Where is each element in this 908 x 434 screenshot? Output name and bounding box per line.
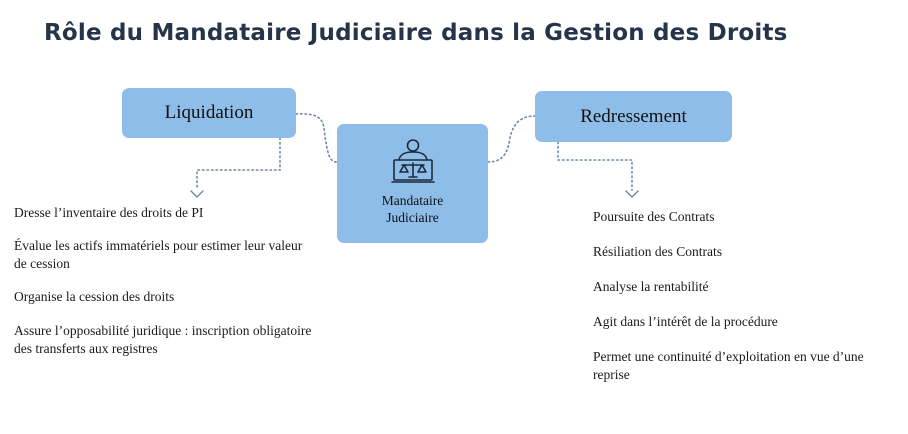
- judge-scales-icon: [390, 139, 435, 183]
- liquidation-list: Dresse l’inventaire des droits de PI Éva…: [14, 204, 314, 358]
- list-item: Dresse l’inventaire des droits de PI: [14, 205, 204, 220]
- list-item: Résiliation des Contrats: [593, 244, 722, 259]
- arrow-liquidation-icon: [190, 190, 204, 198]
- liquidation-box: Liquidation: [122, 88, 296, 138]
- arrow-redressement-icon: [625, 190, 639, 198]
- list-item: Assure l’opposabilité juridique : inscri…: [14, 323, 312, 356]
- redressement-label: Redressement: [580, 105, 687, 127]
- list-item: Analyse la rentabilité: [593, 279, 709, 294]
- redressement-box: Redressement: [535, 91, 732, 142]
- list-item: Permet une continuité d’exploitation en …: [593, 349, 864, 382]
- diagram-title: Rôle du Mandataire Judiciaire dans la Ge…: [44, 20, 788, 46]
- connector-liquidation-list: [196, 137, 281, 191]
- list-item: Agit dans l’intérêt de la procédure: [593, 314, 778, 329]
- list-item: Organise la cession des droits: [14, 289, 175, 304]
- list-item: Évalue les actifs immatériels pour estim…: [14, 238, 303, 271]
- connector-liquidation-center: [295, 113, 338, 163]
- list-item: Poursuite des Contrats: [593, 209, 715, 224]
- mandataire-label-line2: Judiciaire: [386, 210, 439, 225]
- liquidation-label: Liquidation: [164, 102, 254, 123]
- connector-redressement-list: [557, 141, 633, 191]
- mandataire-label-line1: Mandataire: [381, 193, 444, 208]
- mandataire-box: Mandataire Judiciaire: [337, 124, 488, 243]
- connector-center-redressement: [487, 115, 536, 163]
- redressement-list: Poursuite des Contrats Résiliation des C…: [593, 208, 898, 384]
